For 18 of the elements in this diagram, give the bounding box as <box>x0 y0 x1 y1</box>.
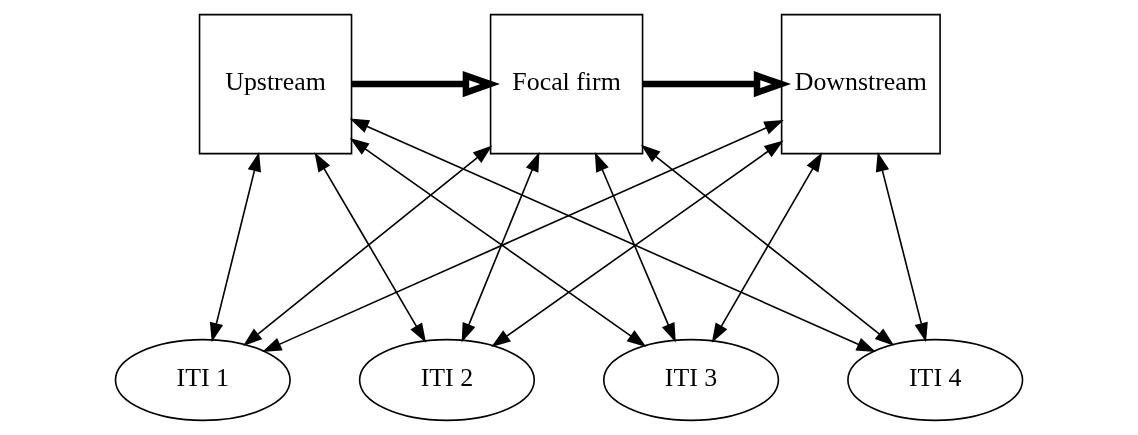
arrow <box>314 152 427 343</box>
arrow <box>641 144 895 346</box>
arrow <box>711 152 823 343</box>
arrow <box>875 151 928 343</box>
arrow <box>243 145 493 346</box>
arrow <box>262 120 784 352</box>
arrow <box>349 138 647 347</box>
arrow <box>351 71 500 98</box>
arrow <box>349 118 876 353</box>
node-box: Focal firm <box>489 13 644 155</box>
node-box: Upstream <box>198 13 353 155</box>
arrow <box>461 152 540 343</box>
node-ellipse: ITI 3 <box>602 338 780 422</box>
arrow <box>594 152 676 343</box>
node-box: Downstream <box>780 13 941 155</box>
arrow <box>209 151 261 343</box>
node-ellipse: ITI 2 <box>358 338 536 422</box>
arrow <box>491 140 784 348</box>
